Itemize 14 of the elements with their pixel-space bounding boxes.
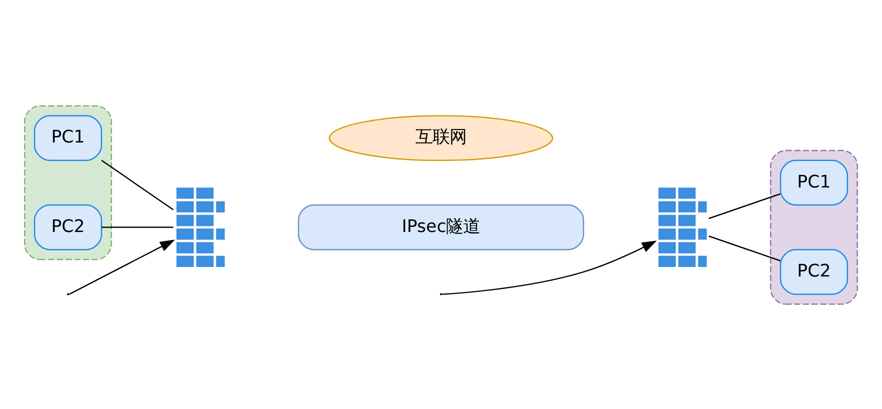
node-ellipse: 互联网 (328, 114, 554, 160)
node-box: PC1 (34, 114, 102, 160)
connector (102, 226, 174, 228)
node-box: PC1 (780, 159, 848, 206)
node-box: PC2 (780, 248, 848, 294)
arrow (69, 239, 175, 294)
connector (708, 192, 781, 219)
cluster (24, 104, 112, 260)
node-box: PC2 (34, 204, 102, 250)
cluster (770, 149, 858, 304)
node-box: IPsec隧道 (298, 204, 584, 250)
connector (708, 235, 781, 261)
arrow (442, 240, 657, 294)
connector (101, 159, 174, 210)
